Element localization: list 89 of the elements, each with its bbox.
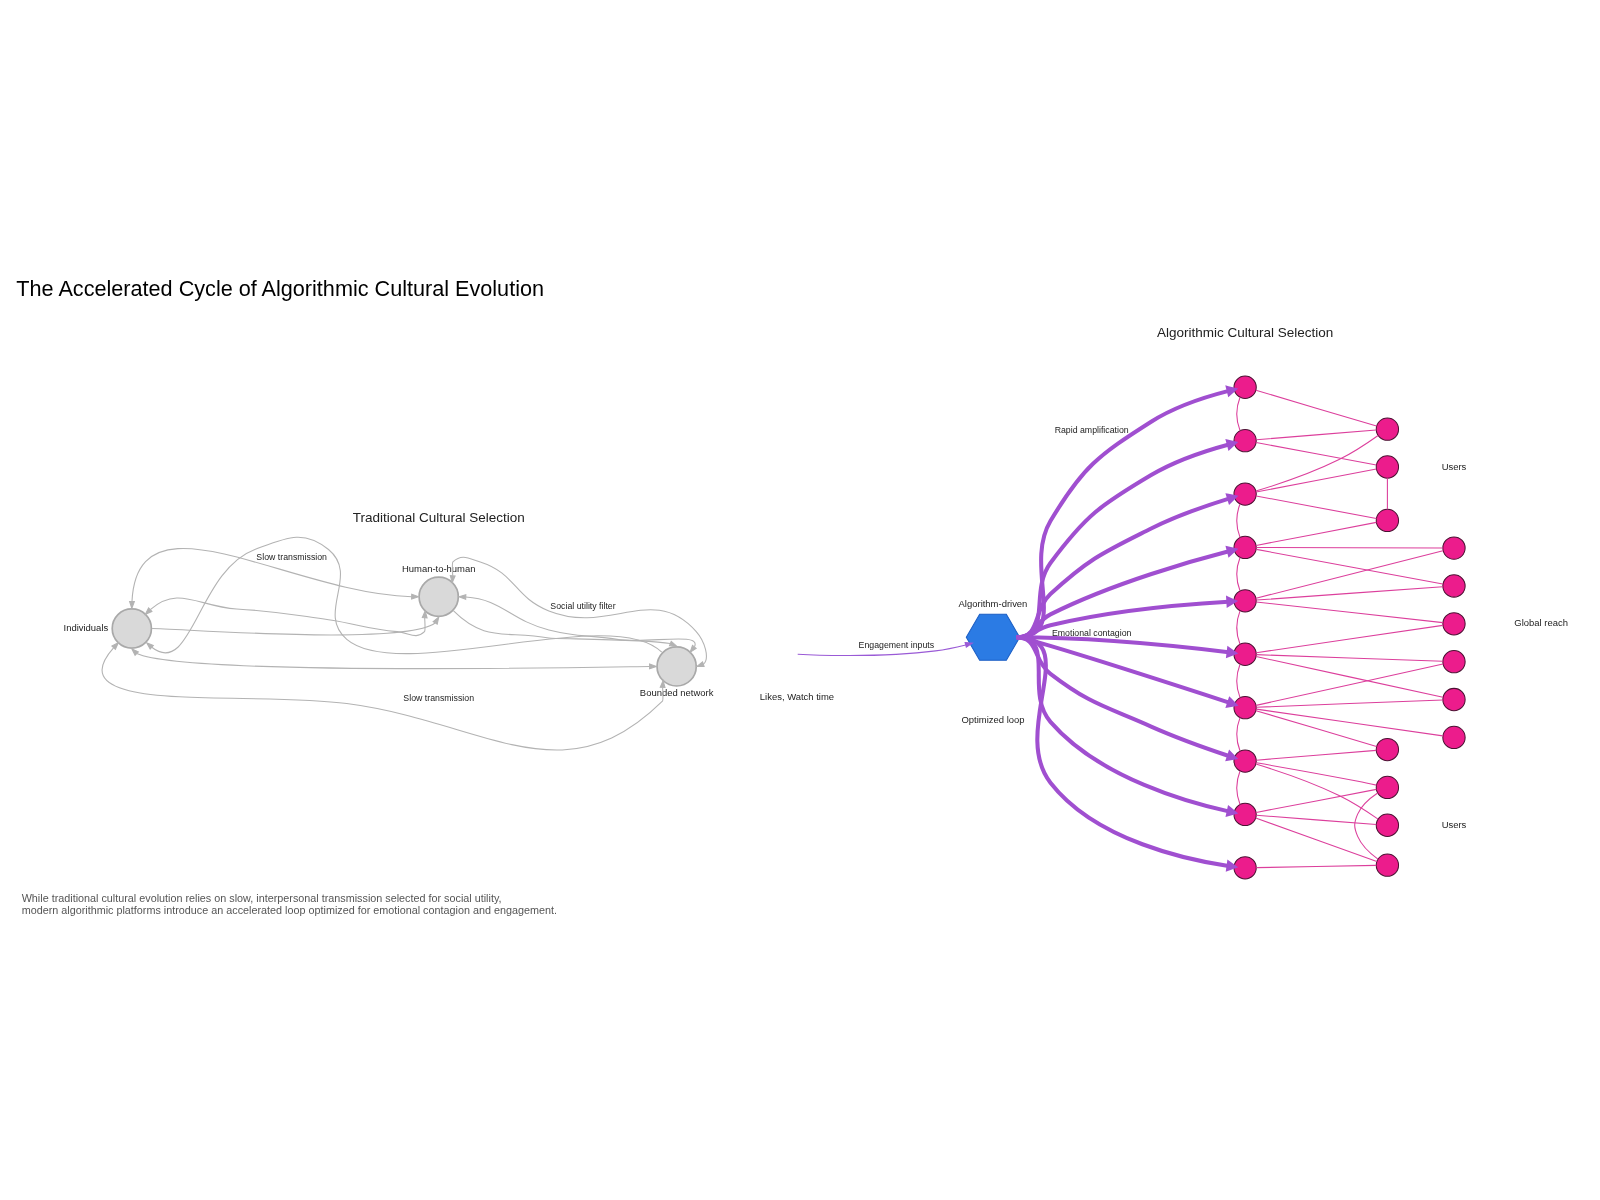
- connector: [1255, 708, 1444, 736]
- node-circle: [1442, 649, 1466, 673]
- node-circle: [1233, 375, 1257, 399]
- arrow: [457, 593, 698, 653]
- label: Traditional Cultural Selection: [352, 509, 525, 525]
- connector: [1255, 749, 1377, 761]
- connector: [1236, 609, 1241, 645]
- arrow: [102, 641, 666, 750]
- arrow: [1016, 634, 1239, 872]
- edge-label: Slow transmission: [403, 692, 475, 703]
- edge-label: Emotional contagion: [1051, 627, 1132, 638]
- node-circle: [1233, 428, 1257, 452]
- arrow: [453, 609, 679, 647]
- edge-label: Social utility filter: [550, 600, 616, 611]
- label: Users: [1441, 818, 1467, 830]
- arrow: [144, 596, 428, 636]
- connector: [1255, 761, 1377, 786]
- connector: [1255, 788, 1377, 813]
- arrow: [151, 615, 440, 635]
- edge-label: Rapid amplification: [1054, 424, 1129, 435]
- label: Global reach: [1514, 616, 1568, 628]
- connector: [1255, 698, 1444, 708]
- node-circle: [1375, 508, 1400, 532]
- connector: [1255, 585, 1444, 601]
- connector: [1236, 770, 1241, 805]
- connector: [1255, 441, 1377, 466]
- connector: [1255, 548, 1444, 585]
- node-circle: [1233, 588, 1257, 612]
- arrow: [128, 547, 421, 610]
- connector: [1255, 494, 1377, 519]
- connector: [1255, 655, 1444, 698]
- connector: [1255, 864, 1377, 868]
- connector: [1255, 549, 1444, 599]
- connector: [1255, 816, 1378, 862]
- connector: [1236, 716, 1241, 752]
- connector: [1236, 663, 1241, 698]
- connector: [1255, 653, 1444, 662]
- node-circle: [1233, 855, 1257, 879]
- node-label: Algorithm-driven: [958, 597, 1028, 609]
- connector: [1386, 477, 1388, 510]
- node-circle: [1442, 725, 1466, 749]
- node-label: Bounded network: [639, 686, 714, 698]
- connector: [1255, 600, 1444, 623]
- node-circle: [1375, 417, 1400, 441]
- arrow: [797, 641, 974, 656]
- connector: [1255, 428, 1377, 440]
- arrow: [130, 647, 658, 670]
- node-label: Individuals: [63, 621, 109, 633]
- node-circle: [1375, 813, 1400, 837]
- label: Likes, Watch time: [759, 690, 835, 702]
- node-circle: [1442, 535, 1466, 560]
- edge-label: Engagement inputs: [858, 639, 935, 650]
- arrow: [449, 556, 707, 667]
- connector: [1255, 662, 1444, 706]
- connector: [1255, 434, 1379, 492]
- caption: While traditional cultural evolution relies on slow, interpersonal transmission selected for social utility, modern algorithmic platforms introduce an accelerated loop optimized for emotional contagion and engagement.: [21, 891, 557, 916]
- label: Users: [1441, 460, 1467, 471]
- node-circle: [1375, 852, 1400, 877]
- arrow: [145, 536, 663, 654]
- node-circle: [1442, 573, 1466, 598]
- connector: [1236, 396, 1241, 431]
- node-circle: [1233, 535, 1257, 559]
- node-circle: [1233, 642, 1257, 666]
- connector: [1255, 763, 1379, 820]
- connector: [1255, 389, 1378, 427]
- connector: [1354, 792, 1379, 860]
- node-label: Human-to-human: [401, 562, 476, 574]
- connector: [1255, 521, 1377, 546]
- node-circle: [1442, 687, 1466, 711]
- edge-label: Slow transmission: [256, 551, 327, 562]
- node-circle: [1375, 454, 1400, 479]
- label: Optimized loop: [961, 713, 1025, 725]
- connector: [1236, 503, 1241, 538]
- arrow: [1016, 634, 1239, 817]
- connector: [1255, 546, 1444, 549]
- diagram-title: The Accelerated Cycle of Algorithmic Cultural Evolution: [16, 275, 545, 301]
- connector: [1255, 624, 1444, 653]
- node-circle: [1375, 775, 1400, 799]
- connector: [1255, 467, 1377, 493]
- node-circle: [1233, 802, 1257, 826]
- label: Algorithmic Cultural Selection: [1156, 324, 1334, 340]
- node-circle: [1233, 695, 1257, 719]
- node-circle: [1375, 737, 1400, 761]
- node-circle: [1442, 611, 1466, 635]
- node-circle: [1233, 748, 1257, 773]
- connector: [1255, 709, 1378, 747]
- connector: [1255, 814, 1377, 825]
- connector: [1236, 556, 1241, 591]
- node-circle: [1233, 481, 1257, 506]
